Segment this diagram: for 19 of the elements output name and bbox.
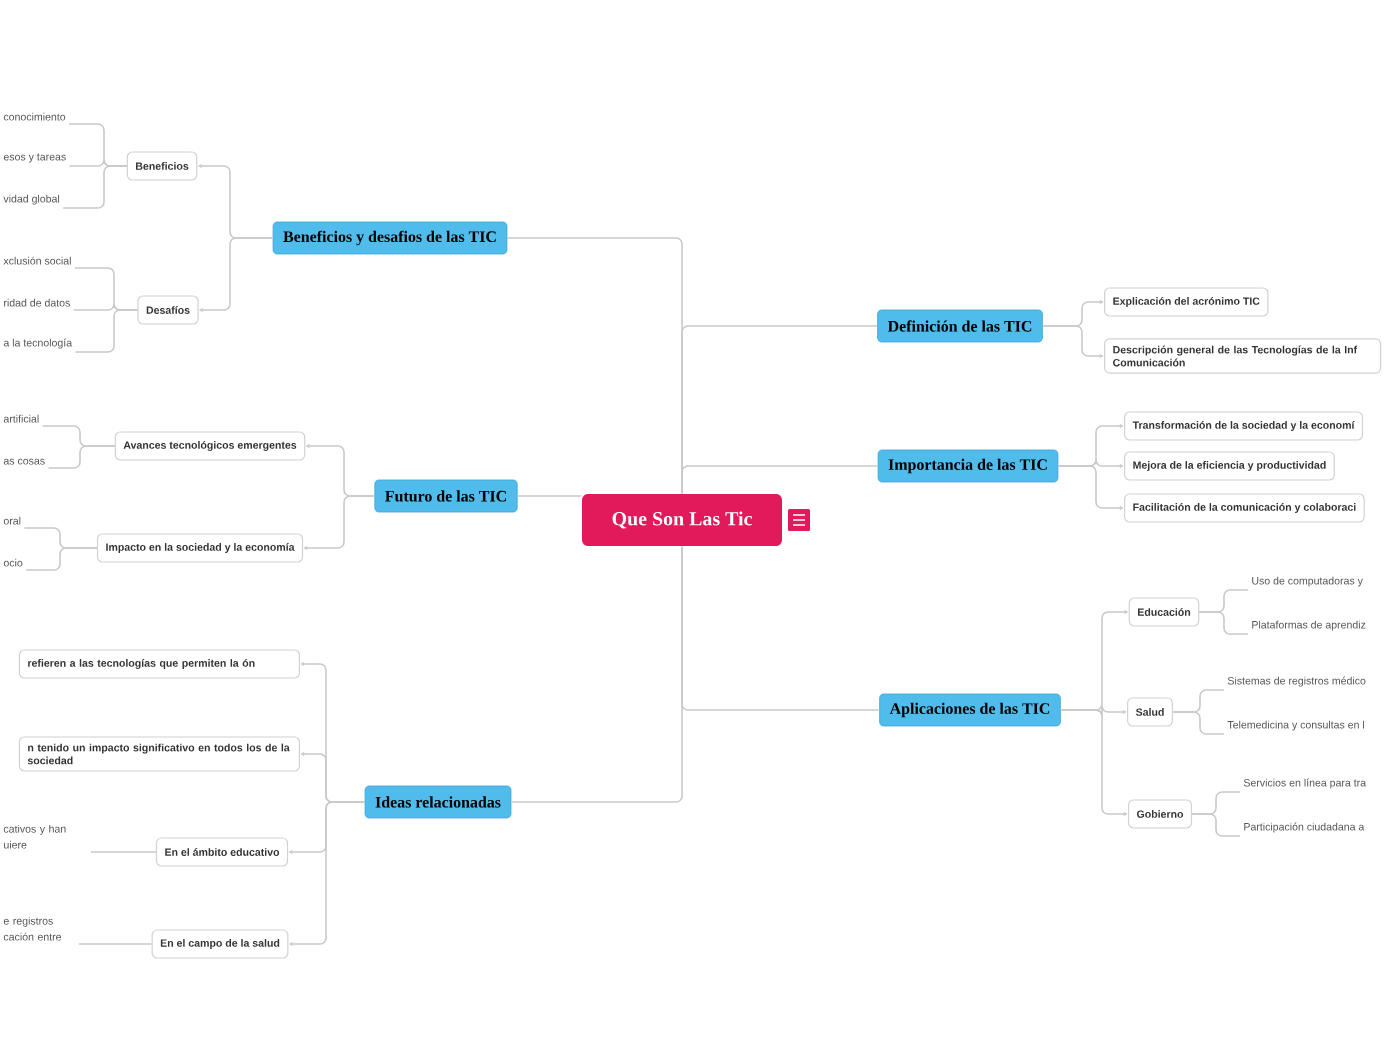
connector (681, 465, 879, 495)
connector (303, 495, 376, 550)
connector (25, 547, 98, 571)
connector (62, 165, 128, 209)
connector (516, 495, 583, 497)
connector (1042, 325, 1104, 358)
connector (74, 309, 139, 353)
connector (1191, 813, 1241, 837)
connector (1057, 465, 1124, 510)
connector (47, 445, 116, 469)
connector (199, 237, 274, 312)
connector (289, 801, 366, 946)
central-topic-box: Que Son Las Tic (582, 494, 782, 546)
connector (681, 545, 881, 711)
connector (1198, 611, 1249, 635)
connector (1060, 709, 1128, 816)
connector (1172, 711, 1225, 735)
connector (90, 851, 157, 853)
connector (78, 943, 153, 945)
